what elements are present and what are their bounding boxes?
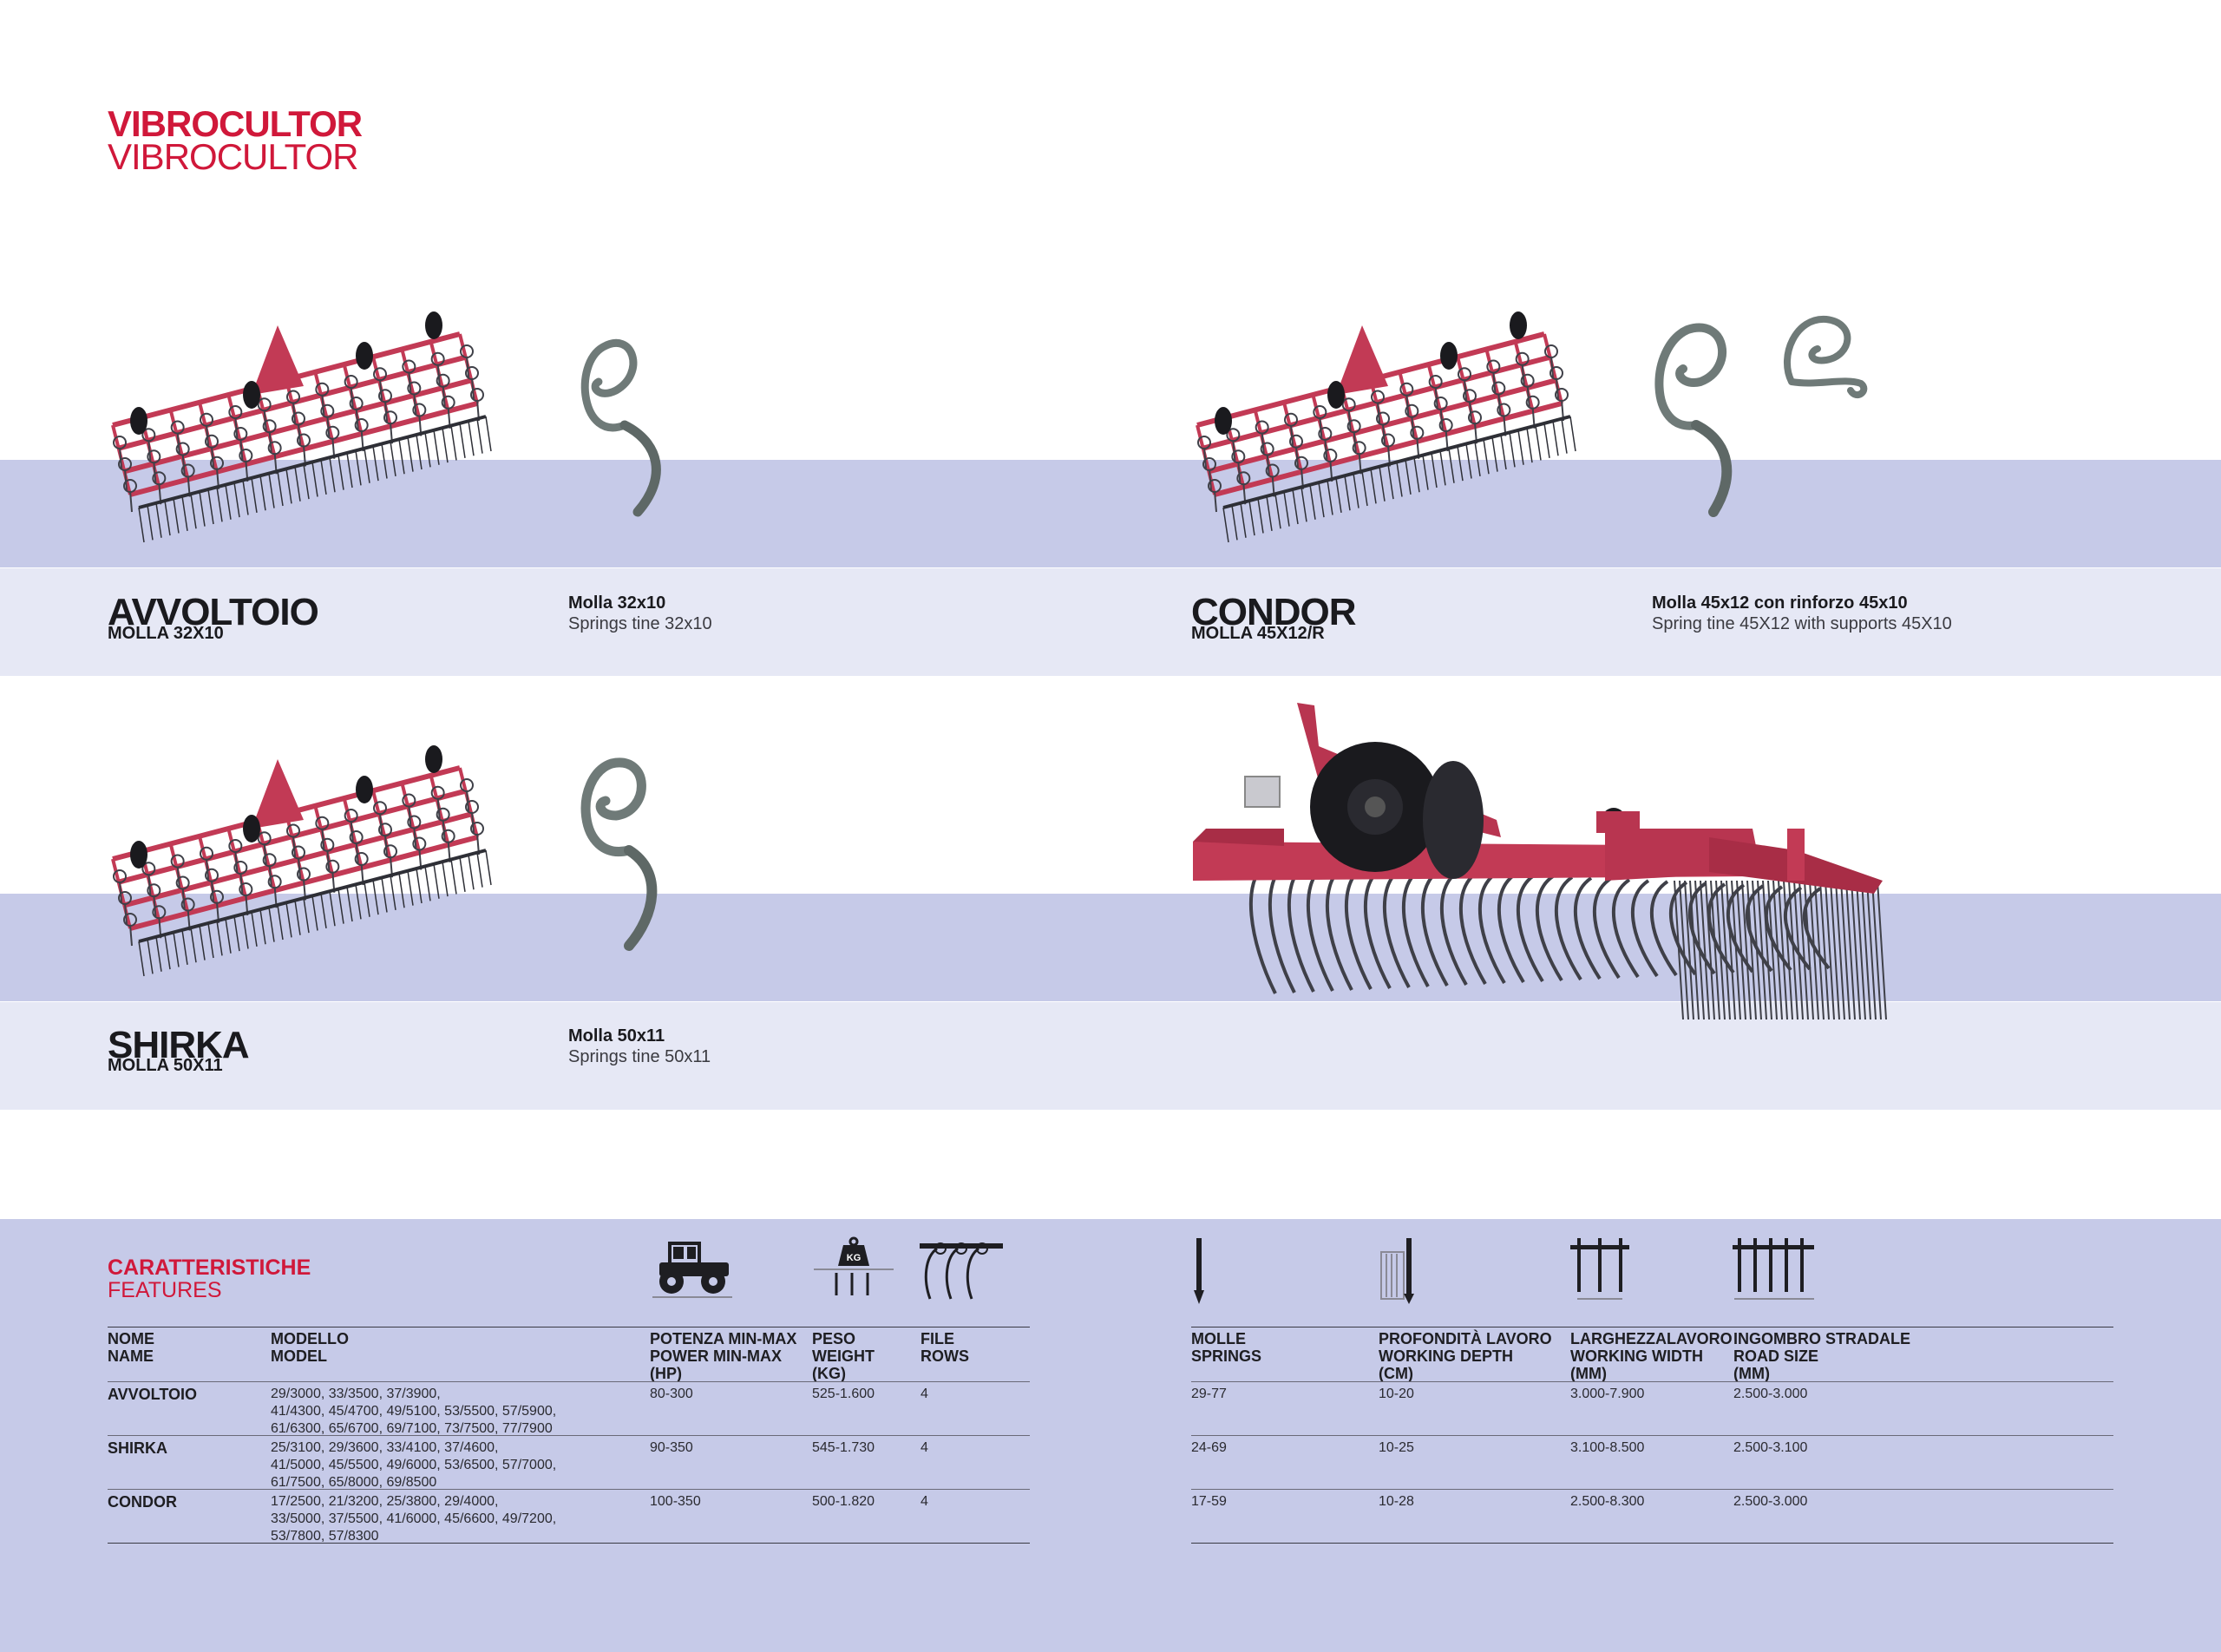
cell-power: 90-350: [650, 1440, 693, 1455]
working-width-icon: [1570, 1238, 1629, 1300]
cell-name: AVVOLTOIO: [108, 1386, 198, 1403]
cell-weight: 500-1.820: [812, 1494, 875, 1509]
cell-weight: 525-1.600: [812, 1386, 875, 1401]
rows-icon: [920, 1242, 1003, 1300]
band-row1-dark: [0, 460, 2221, 567]
condor-large-machine-image: [1193, 703, 1887, 1020]
page-subtitle: VIBROCULTOR: [108, 136, 358, 177]
product-spring-code-shirka: MOLLA 50X11: [108, 1056, 223, 1075]
road-size-icon: [1733, 1238, 1814, 1300]
cell-width: 3.000-7.900: [1570, 1386, 1645, 1401]
cell-name: SHIRKA: [108, 1439, 168, 1457]
cell-width: 2.500-8.300: [1570, 1494, 1645, 1509]
table-row-rule: [108, 1435, 1030, 1436]
band-row2-light: [0, 1002, 2221, 1110]
spring-50x11-image: [580, 757, 658, 951]
cell-power: 80-300: [650, 1386, 693, 1401]
table-row-rule: [108, 1489, 1030, 1490]
spring-label-en-shirka: Springs tine 50x11: [568, 1047, 711, 1066]
cell-model: 25/3100, 29/3600, 33/4100, 37/4600,41/50…: [271, 1440, 557, 1490]
spring-label-it-shirka: Molla 50x11: [568, 1026, 665, 1046]
spring-icon: [1194, 1238, 1204, 1304]
cell-springs: 29-77: [1191, 1386, 1227, 1401]
shirka-machine-image: [111, 745, 492, 977]
table-right-header-rule: [1191, 1381, 2113, 1382]
table-row-rule: [1191, 1489, 2113, 1490]
cell-width: 3.100-8.500: [1570, 1440, 1645, 1455]
spring-label-en-avvoltoio: Springs tine 32x10: [568, 614, 712, 633]
cell-road: 2.500-3.000: [1733, 1494, 1808, 1509]
spring-32x10-image: [580, 338, 661, 517]
weight-kg-icon: KG: [814, 1236, 894, 1295]
product-name-condor: CONDOR: [1191, 591, 1357, 633]
spring-45x10-support-image: [1784, 315, 1868, 398]
cell-rows: 4: [921, 1386, 928, 1401]
cell-power: 100-350: [650, 1494, 701, 1509]
condor-machine-image: [1196, 311, 1576, 543]
product-name-avvoltoio: AVVOLTOIO: [108, 591, 319, 633]
table-left-bottom-rule: [108, 1543, 1030, 1544]
cell-road: 2.500-3.100: [1733, 1440, 1808, 1455]
cell-springs: 17-59: [1191, 1494, 1227, 1509]
features-subtitle: FEATURES: [108, 1278, 222, 1302]
cell-rows: 4: [921, 1440, 928, 1455]
cell-name: CONDOR: [108, 1493, 177, 1511]
avvoltoio-machine-image: [111, 311, 492, 543]
cell-depth: 10-20: [1379, 1386, 1414, 1401]
depth-icon: [1380, 1238, 1414, 1304]
spring-45x12-image: [1654, 323, 1733, 517]
table-row-rule: [1191, 1435, 2113, 1436]
spring-label-it-condor: Molla 45x12 con rinforzo 45x10: [1652, 593, 1908, 613]
table-right-bottom-rule: [1191, 1543, 2113, 1544]
spring-label-it-avvoltoio: Molla 32x10: [568, 593, 666, 613]
cell-road: 2.500-3.000: [1733, 1386, 1808, 1401]
cell-depth: 10-25: [1379, 1440, 1414, 1455]
cell-depth: 10-28: [1379, 1494, 1414, 1509]
product-spring-code-avvoltoio: MOLLA 32X10: [108, 624, 224, 643]
cell-springs: 24-69: [1191, 1440, 1227, 1455]
band-row1-light: [0, 568, 2221, 676]
page-title: VIBROCULTOR: [108, 103, 363, 144]
table-left-top-rule: [108, 1327, 1030, 1328]
product-spring-code-condor: MOLLA 45X12/R: [1191, 624, 1325, 643]
cell-weight: 545-1.730: [812, 1440, 875, 1455]
cell-model: 17/2500, 21/3200, 25/3800, 29/4000,33/50…: [271, 1494, 557, 1544]
spring-label-en-condor: Spring tine 45X12 with supports 45X10: [1652, 614, 1952, 633]
table-right-top-rule: [1191, 1327, 2113, 1328]
tractor-icon: [652, 1242, 732, 1298]
table-left-header-rule: [108, 1381, 1030, 1382]
features-title: CARATTERISTICHE: [108, 1255, 311, 1280]
svg-text:KG: KG: [847, 1253, 862, 1263]
product-name-shirka: SHIRKA: [108, 1024, 250, 1066]
cell-rows: 4: [921, 1494, 928, 1509]
cell-model: 29/3000, 33/3500, 37/3900,41/4300, 45/47…: [271, 1386, 557, 1436]
